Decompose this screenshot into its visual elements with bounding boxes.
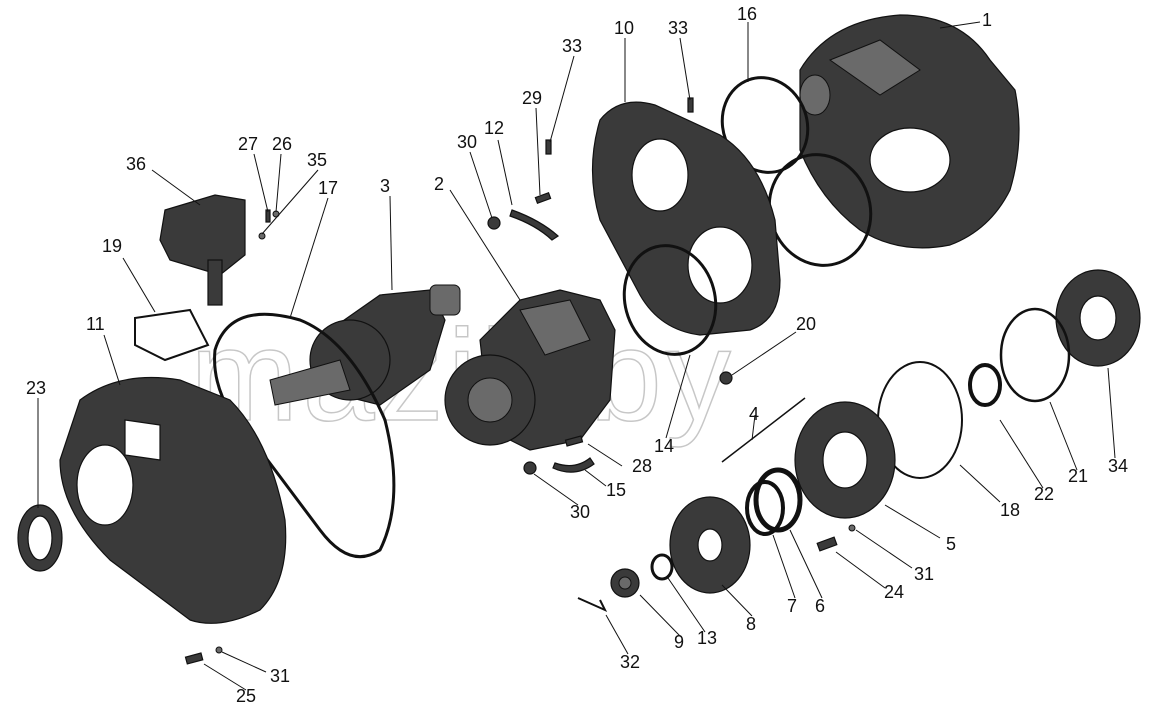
part-9-nut: [610, 568, 640, 598]
callout-26: 26: [272, 134, 292, 154]
part-29-pin: [534, 192, 552, 204]
part-12-clip: [509, 209, 559, 241]
part-13-washer: [650, 553, 674, 581]
callout-31-right: 31: [914, 564, 934, 584]
callout-18: 18: [1000, 500, 1020, 520]
callout-23: 23: [26, 378, 46, 398]
part-14-ring: [622, 244, 718, 356]
part-5-cover: [794, 401, 896, 519]
part-35-ring: [258, 232, 266, 240]
callout-17: 17: [318, 178, 338, 198]
callout-28: 28: [632, 456, 652, 476]
part-32-pin: [577, 597, 608, 613]
part-31-washer-right: [848, 524, 856, 532]
callout-14: 14: [654, 436, 674, 456]
callout-13: 13: [697, 628, 717, 648]
callout-8: 8: [746, 614, 756, 634]
callout-24: 24: [884, 582, 904, 602]
callout-31-left: 31: [270, 666, 290, 686]
callout-20: 20: [796, 314, 816, 334]
part-8-flange: [669, 496, 751, 594]
callout-19: 19: [102, 236, 122, 256]
callout-16: 16: [737, 4, 757, 24]
callout-10: 10: [614, 18, 634, 38]
callout-7: 7: [787, 596, 797, 616]
callout-2: 2: [434, 174, 444, 194]
part-10-housing: [591, 101, 781, 336]
callout-22: 22: [1034, 484, 1054, 504]
callout-12: 12: [484, 118, 504, 138]
callout-4: 4: [749, 404, 759, 424]
part-28-pin: [564, 435, 584, 447]
part-33-pin-left: [545, 139, 552, 155]
part-25-bolt: [184, 652, 204, 665]
part-30-nut-top: [487, 216, 501, 230]
leader-lines: [37, 21, 1116, 691]
part-31-washer-left: [215, 646, 223, 654]
callout-5: 5: [946, 534, 956, 554]
part-20-plug: [719, 371, 733, 385]
part-23-ring: [17, 504, 63, 572]
part-30-nut-bottom: [523, 461, 537, 475]
part-15-clip: [552, 457, 595, 473]
part-24-bolt: [816, 536, 838, 552]
callout-32: 32: [620, 652, 640, 672]
callouts: 1 16 10 33 33 29 12 30 2 3 17 35 26 27 3…: [26, 4, 1128, 706]
callout-9: 9: [674, 632, 684, 652]
part-6-seal: [753, 467, 803, 533]
callout-29: 29: [522, 88, 542, 108]
part-2-gear-assembly: [444, 289, 616, 451]
callout-34: 34: [1108, 456, 1128, 476]
callout-21: 21: [1068, 466, 1088, 486]
callout-6: 6: [815, 596, 825, 616]
callout-11: 11: [86, 314, 105, 334]
callout-15: 15: [606, 480, 626, 500]
callout-33-left: 33: [562, 36, 582, 56]
callout-36: 36: [126, 154, 146, 174]
part-7-seal: [745, 480, 785, 536]
part-22-ring: [968, 363, 1002, 407]
part-4-wire: [721, 397, 806, 463]
callout-30-bottom: 30: [570, 502, 590, 522]
part-19-gasket: [134, 308, 210, 362]
callout-33-right: 33: [668, 18, 688, 38]
callout-3: 3: [380, 176, 390, 196]
callout-35: 35: [307, 150, 327, 170]
callout-1: 1: [982, 10, 992, 30]
callout-27: 27: [238, 134, 258, 154]
part-11-cover: [59, 376, 287, 624]
part-1-housing: [799, 14, 1020, 249]
part-33-pin-right: [687, 97, 694, 113]
part-21-snap-ring: [999, 307, 1071, 403]
callout-25: 25: [236, 686, 256, 706]
callout-30-top: 30: [457, 132, 477, 152]
part-36-actuator: [159, 194, 246, 306]
